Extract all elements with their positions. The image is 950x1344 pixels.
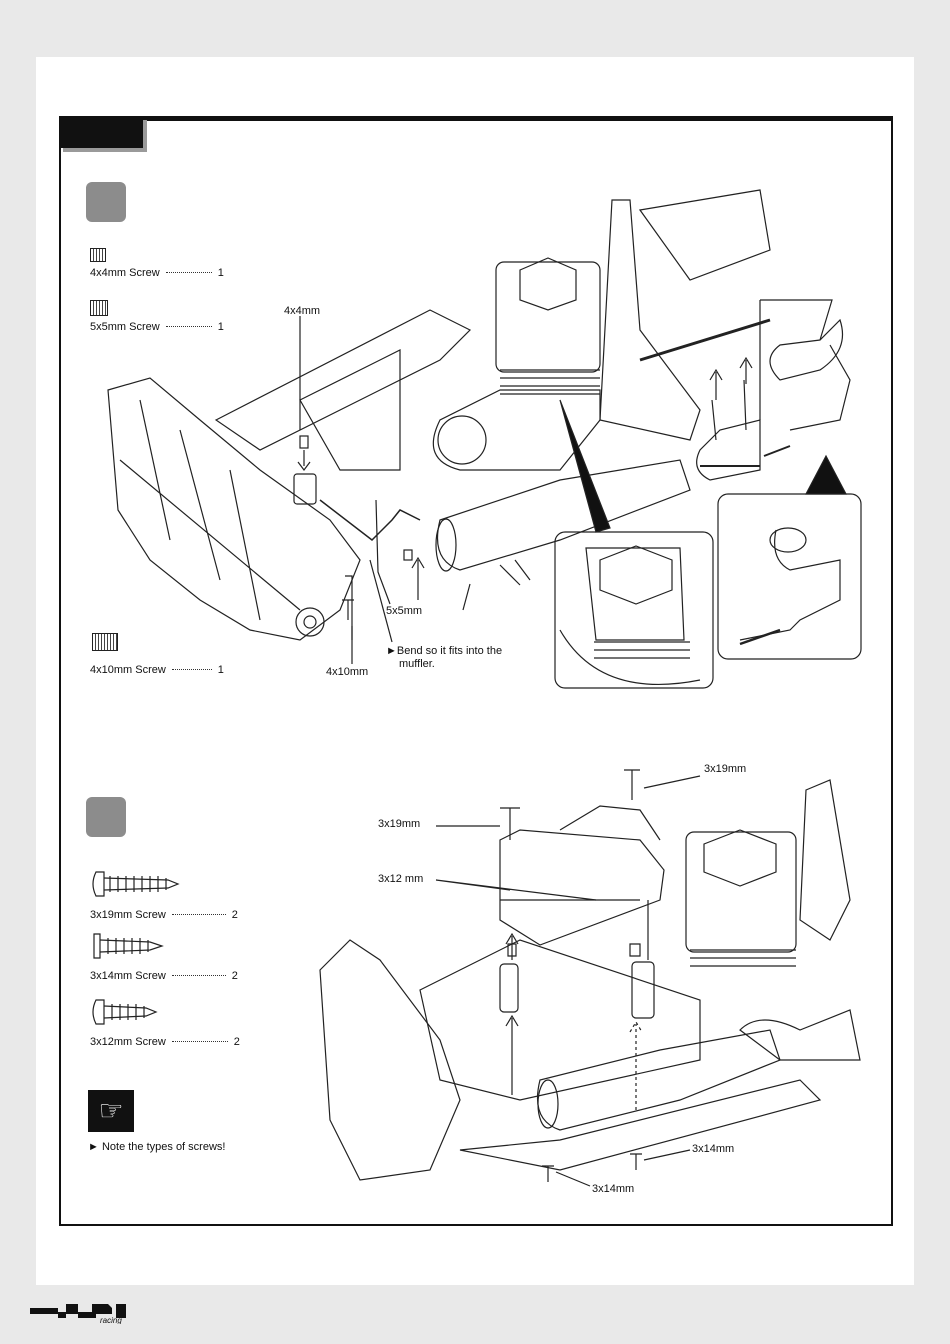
engine-head-sketch-2 xyxy=(686,832,796,952)
front-suspension-sketch xyxy=(108,378,360,640)
rear-bulkhead-sketch xyxy=(600,200,700,440)
engine-head-sketch xyxy=(496,262,600,372)
muffler-sketch xyxy=(438,460,691,570)
side-guard-sketch xyxy=(216,310,470,450)
inset-engine-detail xyxy=(555,532,713,688)
coupler-sketch xyxy=(770,320,843,380)
hpi-racing-logo: racing xyxy=(30,1302,134,1324)
pressure-line-sketch xyxy=(320,500,420,540)
logo-racing-text: racing xyxy=(100,1316,122,1324)
hpi-logo-mark: racing xyxy=(30,1302,134,1324)
front-chassis-sketch-2 xyxy=(320,940,460,1180)
manifold-sketch xyxy=(697,420,760,480)
fuel-tank-sketch xyxy=(500,830,664,945)
